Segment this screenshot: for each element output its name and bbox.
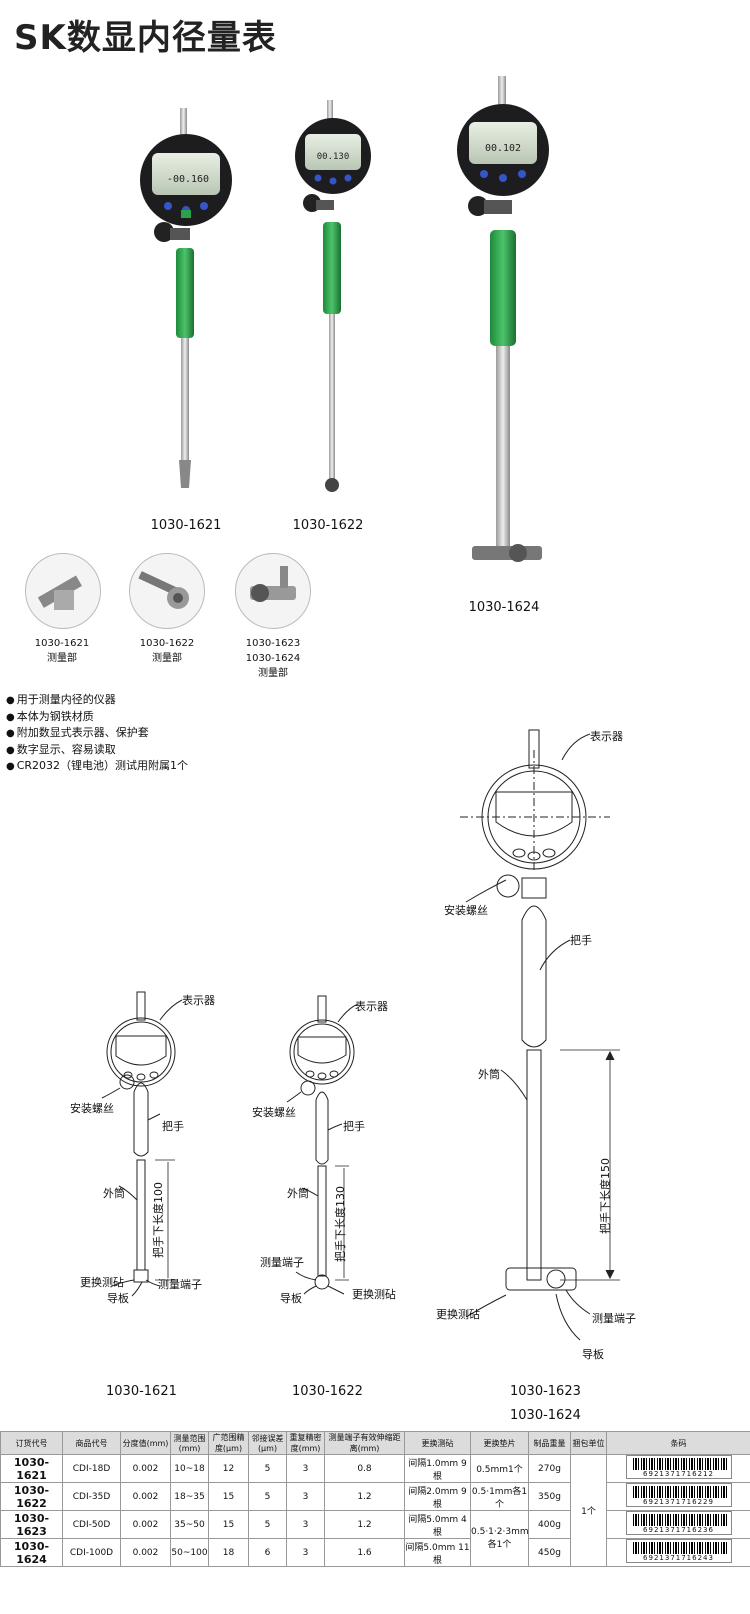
gauge-photo-1622: [295, 100, 371, 492]
head-image-1622: [129, 553, 205, 629]
drawing-label-1624: 1030-1624: [510, 1408, 581, 1423]
label-guide-plate-1622: 导板: [280, 1292, 302, 1305]
col-header: 条码: [606, 1431, 750, 1455]
col-header: 捆包单位: [570, 1431, 607, 1455]
feature-item: 用于测量内径的仪器: [6, 692, 188, 709]
label-replace-anvil-1621: 更换测砧: [80, 1276, 124, 1289]
label-length-130: 把手下长度130: [334, 1186, 347, 1262]
head-image-1621: [25, 553, 101, 629]
feature-item: 本体为钢铁材质: [6, 709, 188, 726]
drawing-1623-1624: [460, 729, 620, 1341]
label-outer-tube-1622: 外筒: [287, 1187, 309, 1200]
label-probe-large: 测量端子: [592, 1312, 636, 1325]
product-photos: [140, 76, 549, 562]
table-row: 1030-1624 CDI-100D 0.002 50~100 18 6 3 1…: [0, 1538, 750, 1567]
label-handle-large: 把手: [570, 934, 592, 947]
photo-label-1621: 1030-1621: [150, 518, 222, 533]
col-header: 分度值(mm): [120, 1431, 171, 1455]
label-replace-anvil-large: 更换测砧: [436, 1308, 480, 1321]
pack-unit-cell: 1个: [570, 1454, 607, 1567]
table-header-row: 订货代号 商品代号 分度值(mm) 测量范围(mm) 广范围精度(μm) 邻接误…: [0, 1431, 750, 1455]
table-row: 1030-1623 CDI-50D 0.002 35~50 15 5 3 1.2…: [0, 1510, 750, 1567]
photo-label-1624: 1030-1624: [468, 600, 540, 615]
photo-label-1622: 1030-1622: [292, 518, 364, 533]
label-length-150: 把手下长度150: [599, 1158, 612, 1234]
feature-item: 数字显示、容易读取: [6, 742, 188, 759]
label-mount-screw-large: 安装螺丝: [444, 904, 488, 917]
page-title: SK数显内径量表: [14, 18, 277, 58]
col-header: 广范围精度(μm): [208, 1431, 249, 1455]
barcode: 6921371716243: [625, 1539, 732, 1563]
label-indicator-1621: 表示器: [182, 994, 215, 1007]
col-header: 测量端子有效伸缩距离(mm): [324, 1431, 405, 1455]
drawing-label-1623: 1030-1623: [510, 1384, 581, 1399]
label-length-100: 把手下长度100: [152, 1182, 165, 1258]
label-mount-screw-1622: 安装螺丝: [252, 1106, 296, 1119]
col-header: 重复精密度(mm): [286, 1431, 325, 1455]
label-handle-1622: 把手: [343, 1120, 365, 1133]
col-header: 邻接误差(μm): [248, 1431, 287, 1455]
col-header: 制品重量: [528, 1431, 571, 1455]
drawing-1621: [101, 991, 183, 1297]
label-handle-1621: 把手: [162, 1120, 184, 1133]
col-header: 商品代号: [62, 1431, 121, 1455]
label-guide-plate-large: 导板: [582, 1348, 604, 1361]
lcd-reading-1624: 00.102: [484, 143, 522, 154]
barcode: 6921371716212: [625, 1455, 732, 1479]
feature-item: CR2032（锂电池）测试用附属1个: [6, 758, 188, 775]
label-indicator-1622: 表示器: [355, 1000, 388, 1013]
label-replace-anvil-1622: 更换测砧: [352, 1288, 396, 1301]
table-row: 1030-1621 CDI-18D 0.002 10~18 12 5 3 0.8…: [0, 1454, 750, 1567]
drawing-1622: [286, 995, 359, 1295]
label-probe-1622: 测量端子: [260, 1256, 304, 1269]
label-indicator-large: 表示器: [590, 730, 623, 743]
label-outer-tube-large: 外筒: [478, 1068, 500, 1081]
table-row: 1030-1622 CDI-35D 0.002 18~35 15 5 3 1.2…: [0, 1482, 750, 1511]
feature-list: 用于测量内径的仪器 本体为钢铁材质 附加数显式表示器、保护套 数字显示、容易读取…: [6, 692, 188, 775]
label-guide-plate-1621: 导板: [107, 1292, 129, 1305]
technical-drawings: [101, 729, 620, 1341]
head-image-1623: [235, 553, 311, 629]
gauge-photo-1624: [457, 76, 549, 562]
label-outer-tube-1621: 外筒: [103, 1187, 125, 1200]
label-mount-screw-1621: 安装螺丝: [70, 1102, 114, 1115]
col-header: 更换测砧: [404, 1431, 471, 1455]
washer-merged-cell: 0.5·1·2·3mm各1个: [470, 1510, 529, 1567]
drawing-label-1622: 1030-1622: [292, 1384, 363, 1399]
col-header: 测量范围(mm): [170, 1431, 209, 1455]
col-header: 更换垫片: [470, 1431, 529, 1455]
label-probe-1621: 测量端子: [158, 1278, 202, 1291]
lcd-reading-1622: 00.130: [316, 152, 350, 162]
drawing-label-1621: 1030-1621: [106, 1384, 177, 1399]
feature-item: 附加数显式表示器、保护套: [6, 725, 188, 742]
col-header: 订货代号: [0, 1431, 63, 1455]
lcd-reading-1621: -00.160: [166, 174, 210, 185]
spec-table: 订货代号 商品代号 分度值(mm) 测量范围(mm) 广范围精度(μm) 邻接误…: [0, 1431, 750, 1567]
barcode: 6921371716236: [625, 1511, 732, 1535]
gauge-photo-1621: [140, 108, 232, 488]
barcode: 6921371716229: [625, 1483, 732, 1507]
